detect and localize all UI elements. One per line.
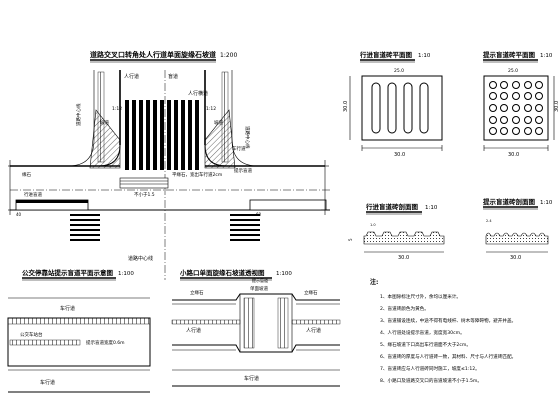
warn-dim-top: 25.0: [508, 68, 518, 74]
warn-tile-plan: 提示盲道砖平面图 1:10 30.0 30.0 25.0: [483, 50, 560, 158]
right-guide-strip: [221, 71, 229, 163]
label-road-center-right: 道路中心线: [244, 126, 251, 149]
bus-scale: 1:100: [118, 271, 134, 277]
small-slope: 单面坡道: [250, 285, 268, 292]
label-road-center-left: 道路中心线: [75, 103, 82, 126]
small-guide-strip-left: [243, 297, 255, 349]
warn-tile-outline: [483, 75, 549, 141]
note-item: 1、本图除标注尺寸外，余均以厘米计。: [380, 293, 461, 300]
guide-sec-top: 1.0: [370, 223, 376, 227]
bus-warn-w: 提示盲道宽度0.6m: [86, 339, 125, 346]
guide-tile-section: 行进盲道砖剖面图 1:10 30.0 5 1.0: [348, 202, 445, 261]
main-title-scale: 1:200: [220, 52, 237, 59]
guide-dim-top: 25.0: [394, 68, 404, 74]
label-ratio-left: 1:12: [112, 106, 122, 112]
guide-sec-dim: 30.0: [398, 255, 409, 261]
small-warn: 提示盲道: [252, 277, 268, 283]
bus-island: 公交车站台: [20, 331, 43, 338]
small-title: 小路口单面旋缘石坡道透视图: [179, 268, 265, 277]
label-car-lane: 车行道: [232, 145, 246, 152]
guide-dim-height: 30.0: [343, 101, 349, 112]
bus-warn-strip: [7, 317, 151, 325]
label-crosswalk: 人行横道: [188, 90, 208, 97]
label-drop: 不小于1.5: [134, 191, 155, 198]
small-guide-strip-right: [277, 297, 289, 349]
guide-tile-plan: 行进盲道砖平面图 1:10 30.0 30.0 25.0: [343, 50, 443, 158]
small-sidewalk-right: 人行道: [306, 327, 321, 334]
left-corner-slope: [89, 109, 121, 169]
note-item: 2、盲道砖颜色为黄色。: [380, 305, 429, 312]
guide-bar: [403, 82, 413, 134]
small-car-lane: 车行道: [244, 375, 259, 382]
lower-crosswalks: [70, 214, 260, 241]
label-slope-right: 坡道: [214, 119, 223, 126]
note-item: 6、盲道砖的厚度与人行道砖一致，其材料、尺寸与人行道砖匹配。: [380, 353, 516, 360]
small-intersection-perspective: 小路口单面旋缘石坡道透视图 1:100 立缘石 立缘石 单面坡道 人行道 人行道…: [171, 268, 341, 387]
label-w60: 60: [256, 212, 262, 217]
label-blind-path: 盲道: [168, 73, 178, 80]
guide-dim-width: 30.0: [394, 152, 405, 158]
label-sidewalk: 人行道: [124, 73, 139, 80]
main-title: 道路交叉口转角处人行道单面旋缘石坡道: [90, 50, 216, 59]
guide-sec-title: 行进盲道砖剖面图: [365, 202, 419, 211]
warn-tile-section: 提示盲道砖剖面图 1:10 30.0 2.4: [483, 197, 553, 261]
guide-tile-outline: [361, 75, 443, 141]
intersection-plan: 道路交叉口转角处人行道单面旋缘石坡道 1:200: [8, 50, 330, 280]
label-ratio-right: 1:12: [206, 106, 216, 112]
label-warn: 提示盲道: [234, 167, 252, 174]
bus-car-lane-2: 车行道: [40, 379, 55, 386]
warn-plan-scale: 1:10: [540, 53, 553, 59]
small-curb-left: 立缘石: [190, 289, 204, 296]
right-corner-slope: [204, 109, 236, 169]
warn-plan-title: 提示盲道砖平面图: [483, 50, 536, 59]
warn-dim-height: 30.0: [554, 101, 560, 112]
warn-section-shape: [485, 232, 549, 245]
guide-plan-scale: 1:10: [418, 53, 431, 59]
guide-sec-scale: 1:10: [425, 205, 438, 211]
warn-sec-top: 2.4: [486, 219, 492, 223]
note-item: 3、盲道铺设连续，中途不得有电线杆、树木等障碍物，避开井盖。: [380, 317, 516, 324]
warn-dim-width: 30.0: [508, 152, 519, 158]
bus-stop-plan: 公交停靠站提示盲道平面示意图 1:100 车行道 公交车站台 提示盲道宽度0.6…: [7, 268, 151, 393]
note-item: 8、小路口及道路交叉口的盲道坡道不小于1.5m。: [380, 377, 482, 384]
guide-sec-h: 5: [348, 238, 353, 241]
label-slope-left: 坡道: [100, 119, 109, 126]
bus-car-lane: 车行道: [60, 305, 75, 312]
note-item: 5、缘石坡道下口高出车行道面不大于2cm。: [380, 341, 471, 348]
label-curb-left: 缘石: [22, 171, 31, 178]
small-scale: 1:100: [276, 271, 292, 277]
warn-sec-dim: 30.0: [510, 255, 521, 261]
label-flat: 平缘石，宽出车行道2cm: [172, 171, 222, 178]
label-road-center: 道路中心线: [128, 255, 153, 262]
bus-title: 公交停靠站提示盲道平面示意图: [22, 268, 114, 277]
small-sidewalk-left: 人行道: [186, 327, 201, 334]
left-guide-strip: [97, 71, 105, 163]
small-curb-right: 立缘石: [304, 289, 318, 296]
note-item: 7、盲道砖应与人行道砖同时施工，坡度≤1:12。: [380, 365, 480, 372]
notes: 注: 1、本图除标注尺寸外，余均以厘米计。 2、盲道砖颜色为黄色。 3、盲道铺设…: [370, 278, 516, 384]
notes-header: 注:: [370, 278, 378, 286]
guide-bar: [419, 82, 429, 134]
label-guide: 行进盲道: [24, 191, 42, 198]
warn-sec-scale: 1:10: [540, 200, 553, 206]
warn-dots: [489, 81, 543, 135]
guide-bar: [387, 82, 397, 134]
guide-section-shape: [363, 231, 445, 245]
guide-bar: [371, 82, 381, 134]
label-w40: 40: [16, 212, 22, 217]
note-item: 4、人行道处设提示盲道，宽度宽30cm。: [380, 329, 465, 336]
crosswalk-zebra: [125, 100, 199, 170]
guide-plan-title: 行进盲道砖平面图: [359, 50, 413, 59]
warn-sec-title: 提示盲道砖剖面图: [483, 197, 536, 206]
